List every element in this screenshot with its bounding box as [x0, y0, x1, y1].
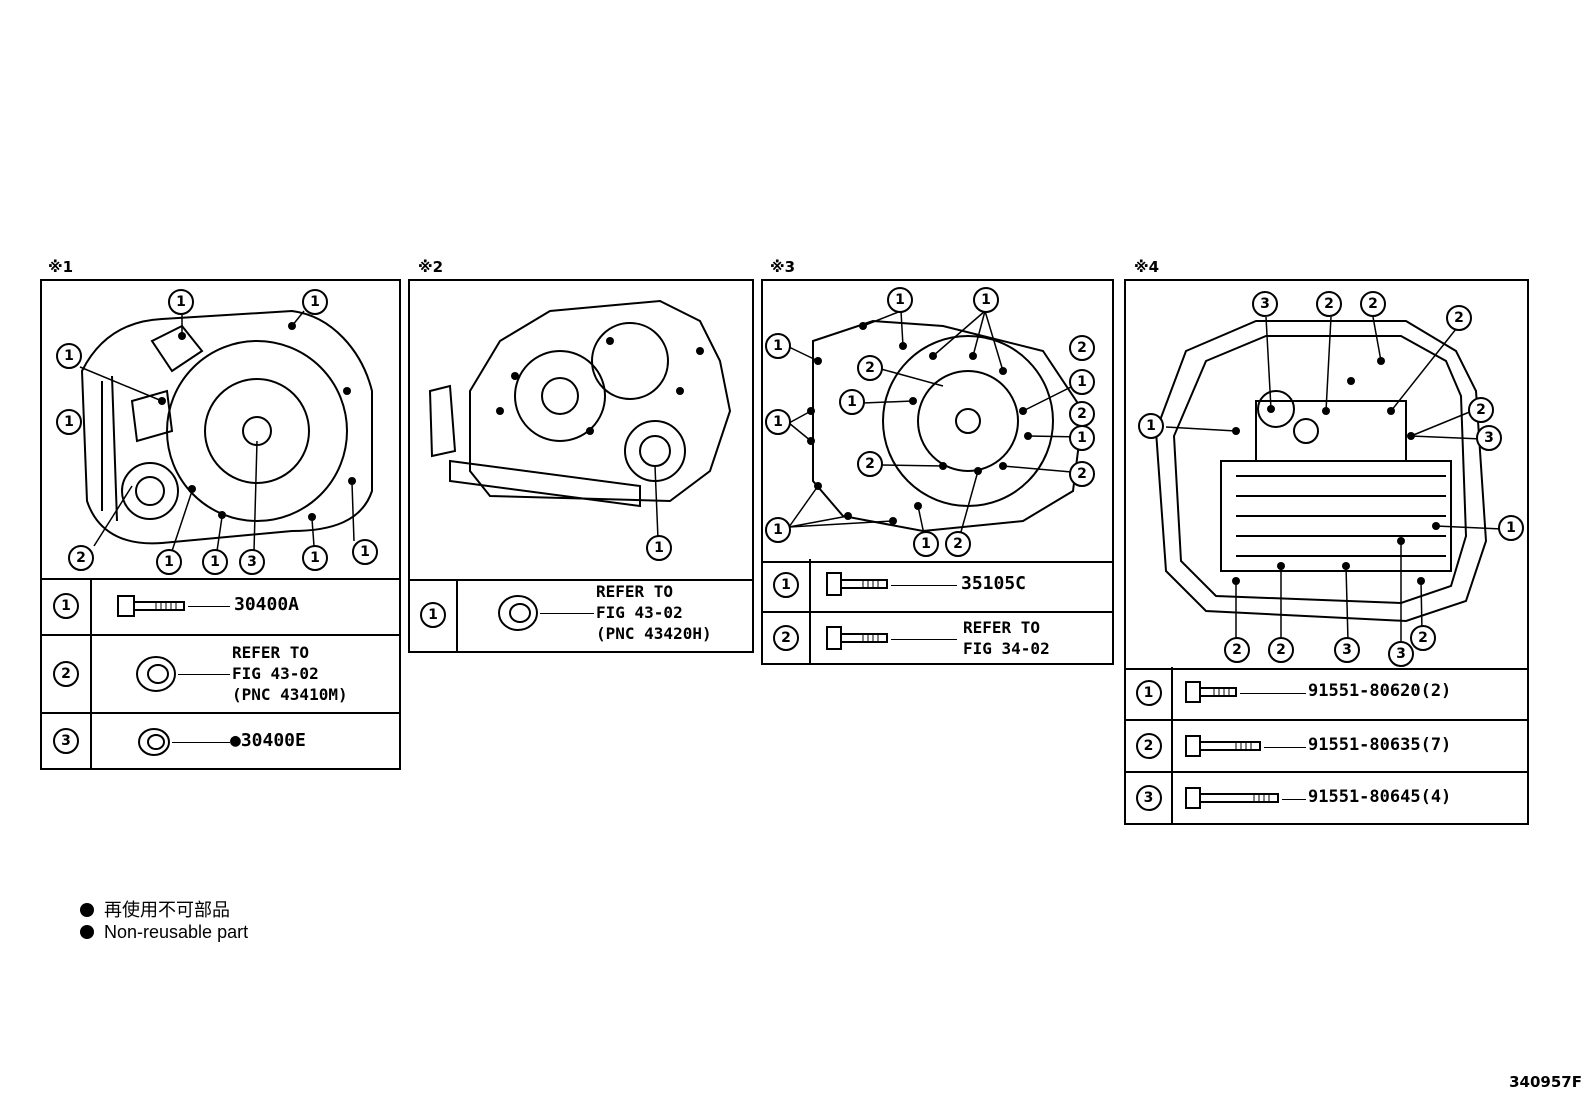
callout-2: 2	[1446, 305, 1472, 331]
part-number: 35105C	[961, 573, 1027, 594]
callout-2: 2	[1468, 397, 1494, 423]
panel-1-illustration: 1 1 1 1 2 1 1 3 1 1	[42, 281, 399, 580]
row-number: 2	[53, 661, 79, 687]
legend-line-jp: 再使用不可部品	[80, 896, 230, 922]
panel-2-illustration: 1	[410, 281, 752, 581]
callout-3: 3	[1334, 637, 1360, 663]
callout-2: 2	[945, 531, 971, 557]
callout-2: 2	[857, 451, 883, 477]
callout-1: 1	[765, 409, 791, 435]
callout-2: 2	[1268, 637, 1294, 663]
callout-2: 2	[1069, 461, 1095, 487]
part-reference: REFER TO FIG 43-02 (PNC 43420H)	[596, 582, 712, 643]
panel-3: 1 1 1 1 2 1 2 1 2 2 1 1 1 2 1 2 1 35105C…	[761, 279, 1114, 665]
part-reference: REFER TO FIG 34-02	[963, 618, 1050, 658]
panel-4-illustration: 3 2 2 2 1 2 3 1 2 2 3 3 2	[1126, 281, 1527, 670]
panel-2: 1 1 REFER TO FIG 43-02 (PNC 43420H)	[408, 279, 754, 653]
part-number: 91551-80635(7)	[1308, 735, 1452, 755]
oil-seal-icon	[136, 656, 176, 692]
callout-2: 2	[1410, 625, 1436, 651]
part-number: 91551-80620(2)	[1308, 681, 1452, 701]
bullet-icon	[80, 903, 94, 917]
legend-text: 再使用不可部品	[104, 900, 230, 920]
callout-3: 3	[239, 549, 265, 575]
callout-2: 2	[1316, 291, 1342, 317]
row-number: 3	[53, 728, 79, 754]
bolt-icon	[826, 626, 888, 650]
callout-1: 1	[168, 289, 194, 315]
part-reference: REFER TO FIG 43-02 (PNC 43410M)	[232, 643, 348, 704]
part-row: 1 REFER TO FIG 43-02 (PNC 43420H)	[410, 579, 752, 651]
callout-1: 1	[1498, 515, 1524, 541]
part-row: 2 REFER TO FIG 43-02 (PNC 43410M)	[42, 634, 399, 712]
callout-2: 2	[1224, 637, 1250, 663]
panel-3-illustration: 1 1 1 1 2 1 2 1 2 2 1 1 1 2 1 2	[763, 281, 1112, 563]
bolt-icon	[1185, 681, 1237, 703]
bolt-icon	[117, 595, 185, 617]
row-number: 2	[773, 625, 799, 651]
part-row: 3 91551-80645(4)	[1126, 771, 1527, 823]
part-row: 1 30400A	[42, 578, 399, 634]
callout-3: 3	[1252, 291, 1278, 317]
callout-2: 2	[1069, 401, 1095, 427]
callout-1: 1	[352, 539, 378, 565]
part-row: 2 REFER TO FIG 34-02	[763, 611, 1112, 663]
legend-line-en: Non-reusable part	[80, 922, 248, 943]
callout-1: 1	[1069, 369, 1095, 395]
transaxle-side-drawing	[428, 299, 732, 540]
part-row: 1 35105C	[763, 559, 1112, 611]
legend-text: Non-reusable part	[104, 922, 249, 942]
callout-2: 2	[68, 545, 94, 571]
callout-2: 2	[857, 355, 883, 381]
part-number: ●30400E	[230, 730, 306, 751]
callout-1: 1	[302, 545, 328, 571]
callout-1: 1	[202, 549, 228, 575]
callout-2: 2	[1360, 291, 1386, 317]
transaxle-housing-drawing	[788, 310, 1085, 540]
oil-seal-icon	[498, 595, 538, 631]
bolt-icon	[1185, 735, 1261, 757]
transaxle-case-front-drawing	[79, 309, 373, 552]
bolt-icon	[826, 572, 888, 596]
callout-2: 2	[1069, 335, 1095, 361]
callout-1: 1	[765, 517, 791, 543]
panel-3-tag: ※3	[770, 258, 796, 276]
panel-2-tag: ※2	[418, 258, 444, 276]
callout-1: 1	[973, 287, 999, 313]
callout-1: 1	[646, 535, 672, 561]
row-number: 3	[1135, 785, 1162, 811]
row-number: 1	[53, 593, 79, 619]
bolt-icon	[1185, 787, 1279, 809]
part-row: 1 91551-80620(2)	[1126, 667, 1527, 719]
callout-1: 1	[765, 333, 791, 359]
bullet-icon	[80, 925, 94, 939]
panel-4-tag: ※4	[1134, 258, 1160, 276]
figure-code: 340957F	[1509, 1073, 1582, 1091]
callout-1: 1	[156, 549, 182, 575]
callout-3: 3	[1476, 425, 1502, 451]
callout-1: 1	[302, 289, 328, 315]
panel-4: 3 2 2 2 1 2 3 1 2 2 3 3 2 1 91551-80620(…	[1124, 279, 1529, 825]
callout-1: 1	[887, 287, 913, 313]
callout-3: 3	[1388, 641, 1414, 667]
row-number: 1	[1135, 680, 1162, 706]
row-number: 1	[773, 572, 799, 598]
panel-1: 1 1 1 1 2 1 1 3 1 1 1 30400A 2 R	[40, 279, 401, 770]
callout-1: 1	[913, 531, 939, 557]
callout-1: 1	[56, 343, 82, 369]
part-number: 30400A	[234, 594, 300, 615]
row-number: 2	[1135, 733, 1162, 759]
callout-1: 1	[1138, 413, 1164, 439]
callout-1: 1	[1069, 425, 1095, 451]
part-row: 2 91551-80635(7)	[1126, 719, 1527, 771]
part-number: 91551-80645(4)	[1308, 787, 1452, 807]
oil-seal-icon	[138, 728, 170, 756]
part-row: 3 ●30400E	[42, 712, 399, 768]
valve-body-drawing	[1154, 316, 1503, 642]
row-number: 1	[420, 602, 446, 628]
callout-1: 1	[56, 409, 82, 435]
callout-1: 1	[839, 389, 865, 415]
panel-1-tag: ※1	[48, 258, 74, 276]
